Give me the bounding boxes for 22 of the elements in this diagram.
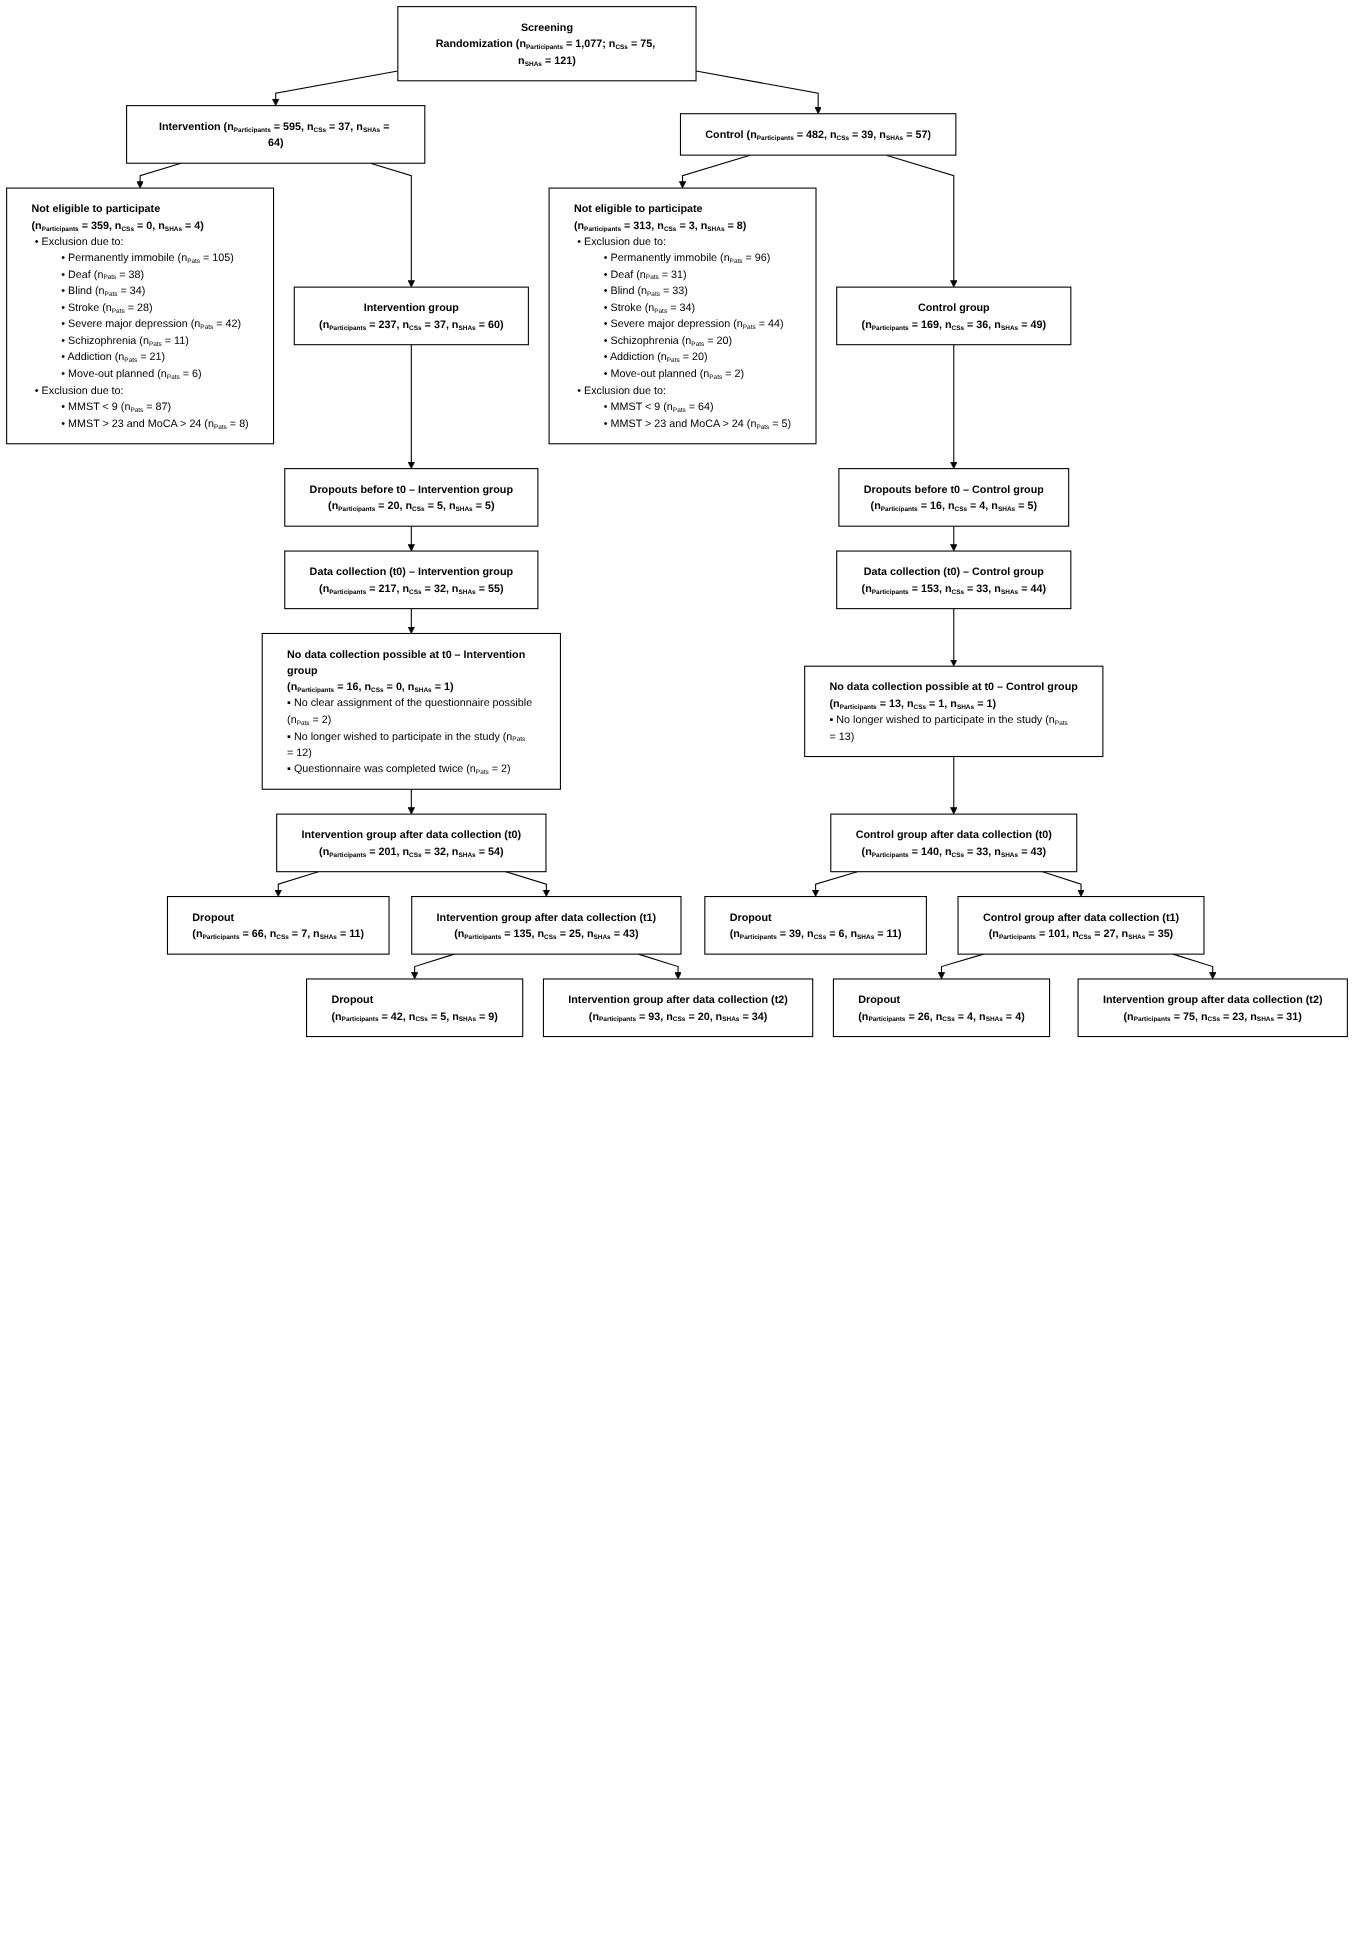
arrow (411, 953, 455, 980)
arrow (407, 344, 415, 469)
arrow (407, 608, 415, 634)
arrow (1042, 871, 1085, 897)
arrow (407, 525, 415, 552)
arrow (136, 162, 182, 189)
arrow (950, 344, 958, 469)
arrow (937, 953, 985, 980)
arrow (407, 788, 415, 815)
arrow (274, 871, 319, 897)
arrow (678, 154, 751, 189)
arrow (505, 871, 550, 897)
arrow (637, 953, 682, 980)
arrow (811, 871, 858, 897)
arrow (272, 70, 399, 106)
arrow (950, 756, 958, 815)
arrow (369, 162, 415, 288)
arrow (1172, 953, 1217, 980)
arrow (950, 525, 958, 552)
arrow (695, 70, 822, 115)
arrow (950, 608, 958, 667)
arrow (885, 154, 958, 288)
